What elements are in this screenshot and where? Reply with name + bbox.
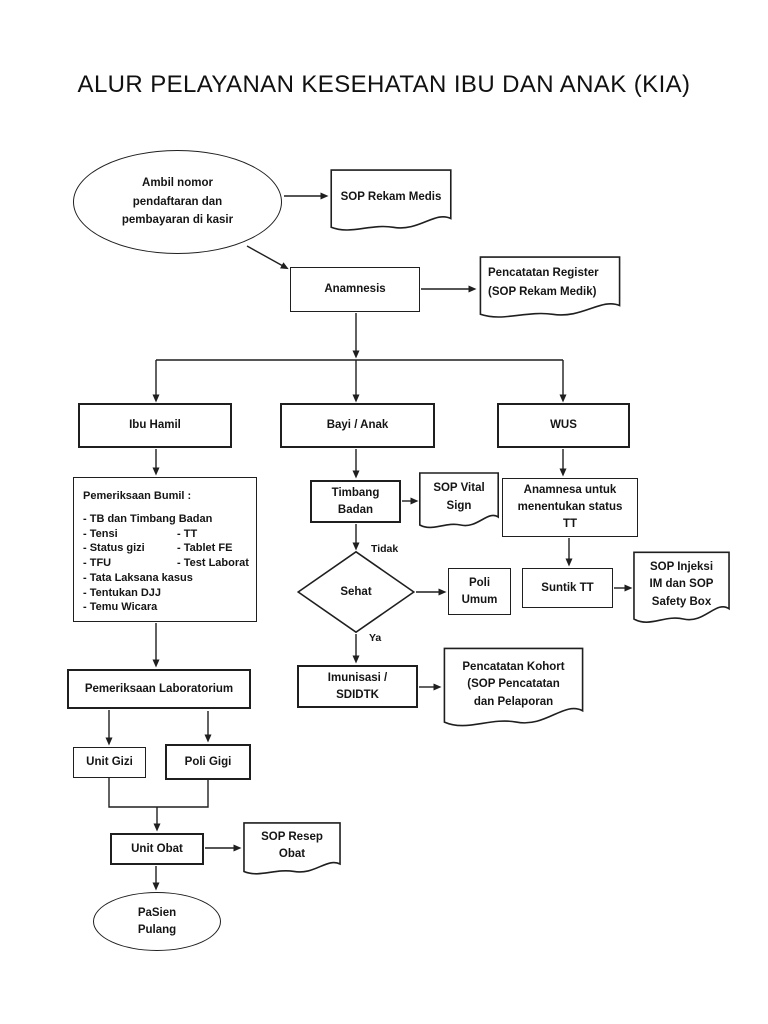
document-shape bbox=[243, 822, 341, 878]
box-label: WUS bbox=[550, 419, 577, 432]
doc-label: Pencatatan Register (SOP Rekam Medik) bbox=[488, 267, 599, 298]
bumil-item: - Tentukan DJJ bbox=[83, 586, 162, 599]
bumil-row: - TFU - Test Laborat bbox=[83, 556, 251, 571]
bumil-row: - Status gizi - Tablet FE bbox=[83, 541, 251, 556]
doc-pencatatan-kohort: Pencatatan Kohort (SOP Pencatatan dan Pe… bbox=[443, 647, 584, 732]
box-poli-gigi: Poli Gigi bbox=[165, 744, 251, 780]
document-shape bbox=[419, 472, 499, 532]
box-anamnesa-status-tt: Anamnesa untuk menentukan status TT bbox=[502, 478, 638, 537]
doc-label: SOP Resep Obat bbox=[261, 830, 323, 860]
document-shape bbox=[443, 647, 584, 732]
bumil-checklist: Pemeriksaan Bumil : - TB dan Timbang Bad… bbox=[74, 478, 256, 621]
box-label: Bayi / Anak bbox=[326, 419, 389, 432]
bumil-item: - Tata Laksana kasus bbox=[83, 571, 193, 584]
box-label: Poli Gigi bbox=[184, 755, 232, 768]
bumil-item: - Test Laborat bbox=[177, 557, 249, 570]
bumil-row: - TB dan Timbang Badan bbox=[83, 512, 251, 527]
box-poli-umum: Poli Umum bbox=[448, 568, 511, 615]
box-unit-gizi: Unit Gizi bbox=[73, 747, 146, 778]
box-label: Ibu Hamil bbox=[129, 419, 181, 432]
bumil-item: - Temu Wicara bbox=[83, 601, 158, 614]
end-terminator: PaSien Pulang bbox=[93, 892, 221, 951]
bumil-row: - Tata Laksana kasus bbox=[83, 571, 251, 586]
box-label: Anamnesa untuk menentukan status TT bbox=[517, 484, 623, 530]
box-ibu-hamil: Ibu Hamil bbox=[78, 403, 232, 448]
edge-label-ya: Ya bbox=[369, 632, 382, 644]
bumil-item: - Tensi bbox=[83, 527, 118, 540]
box-label: Imunisasi / SDIDTK bbox=[327, 671, 388, 701]
bumil-item: - Status gizi bbox=[83, 542, 145, 555]
doc-pencatatan-register: Pencatatan Register (SOP Rekam Medik) bbox=[479, 256, 621, 322]
box-timbang-badan: Timbang Badan bbox=[310, 480, 401, 523]
bumil-row: - Tentukan DJJ bbox=[83, 586, 251, 601]
doc-sop-resep-obat: SOP Resep Obat bbox=[243, 822, 341, 878]
bumil-item: - TT bbox=[177, 527, 198, 540]
box-pemeriksaan-laboratorium: Pemeriksaan Laboratorium bbox=[67, 669, 251, 709]
box-suntik-tt: Suntik TT bbox=[522, 568, 613, 608]
doc-sop-rekam-medis: SOP Rekam Medis bbox=[330, 169, 452, 235]
box-label: Anamnesis bbox=[324, 283, 386, 296]
doc-sop-vital-sign: SOP Vital Sign bbox=[419, 472, 499, 532]
box-label: Suntik TT bbox=[541, 581, 594, 594]
box-label: Pemeriksaan Laboratorium bbox=[84, 682, 234, 695]
end-label: PaSien Pulang bbox=[137, 906, 177, 936]
box-unit-obat: Unit Obat bbox=[110, 833, 204, 865]
document-shape bbox=[633, 551, 730, 628]
bumil-item: - TB dan Timbang Badan bbox=[83, 513, 213, 525]
decision-label: Sehat bbox=[340, 585, 372, 598]
doc-label: SOP Rekam Medis bbox=[340, 191, 442, 204]
bumil-item: - TFU bbox=[83, 557, 112, 570]
doc-label: SOP Vital Sign bbox=[433, 482, 485, 512]
bumil-item: - Tablet FE bbox=[177, 542, 233, 555]
connectors bbox=[105, 192, 633, 891]
edge-label-tidak: Tidak bbox=[371, 543, 399, 555]
box-imunisasi-sdidtk: Imunisasi / SDIDTK bbox=[297, 665, 418, 708]
start-label: Ambil nomor pendaftaran dan pembayaran d… bbox=[121, 177, 234, 227]
document-shape bbox=[330, 169, 452, 235]
box-wus: WUS bbox=[497, 403, 630, 448]
box-bayi-anak: Bayi / Anak bbox=[280, 403, 435, 448]
bumil-row: - Temu Wicara bbox=[83, 600, 251, 615]
doc-label: SOP Injeksi IM dan SOP Safety Box bbox=[649, 561, 714, 608]
document-shape bbox=[479, 256, 621, 322]
diamond-shape bbox=[297, 551, 415, 633]
box-label: Unit Gizi bbox=[86, 756, 133, 769]
box-label: Poli Umum bbox=[461, 576, 498, 606]
page-title: ALUR PELAYANAN KESEHATAN IBU DAN ANAK (K… bbox=[77, 71, 691, 98]
doc-label: Pencatatan Kohort (SOP Pencatatan dan Pe… bbox=[462, 661, 565, 708]
box-label: Timbang Badan bbox=[331, 486, 380, 516]
box-pemeriksaan-bumil: Pemeriksaan Bumil : - TB dan Timbang Bad… bbox=[73, 477, 257, 622]
bumil-row: - Tensi - TT bbox=[83, 527, 251, 542]
decision-sehat: Sehat bbox=[297, 551, 415, 633]
doc-sop-injeksi: SOP Injeksi IM dan SOP Safety Box bbox=[633, 551, 730, 628]
start-terminator: Ambil nomor pendaftaran dan pembayaran d… bbox=[73, 150, 282, 254]
bumil-title: Pemeriksaan Bumil : bbox=[83, 490, 192, 502]
box-label: Unit Obat bbox=[131, 842, 183, 855]
box-anamnesis: Anamnesis bbox=[290, 267, 420, 312]
